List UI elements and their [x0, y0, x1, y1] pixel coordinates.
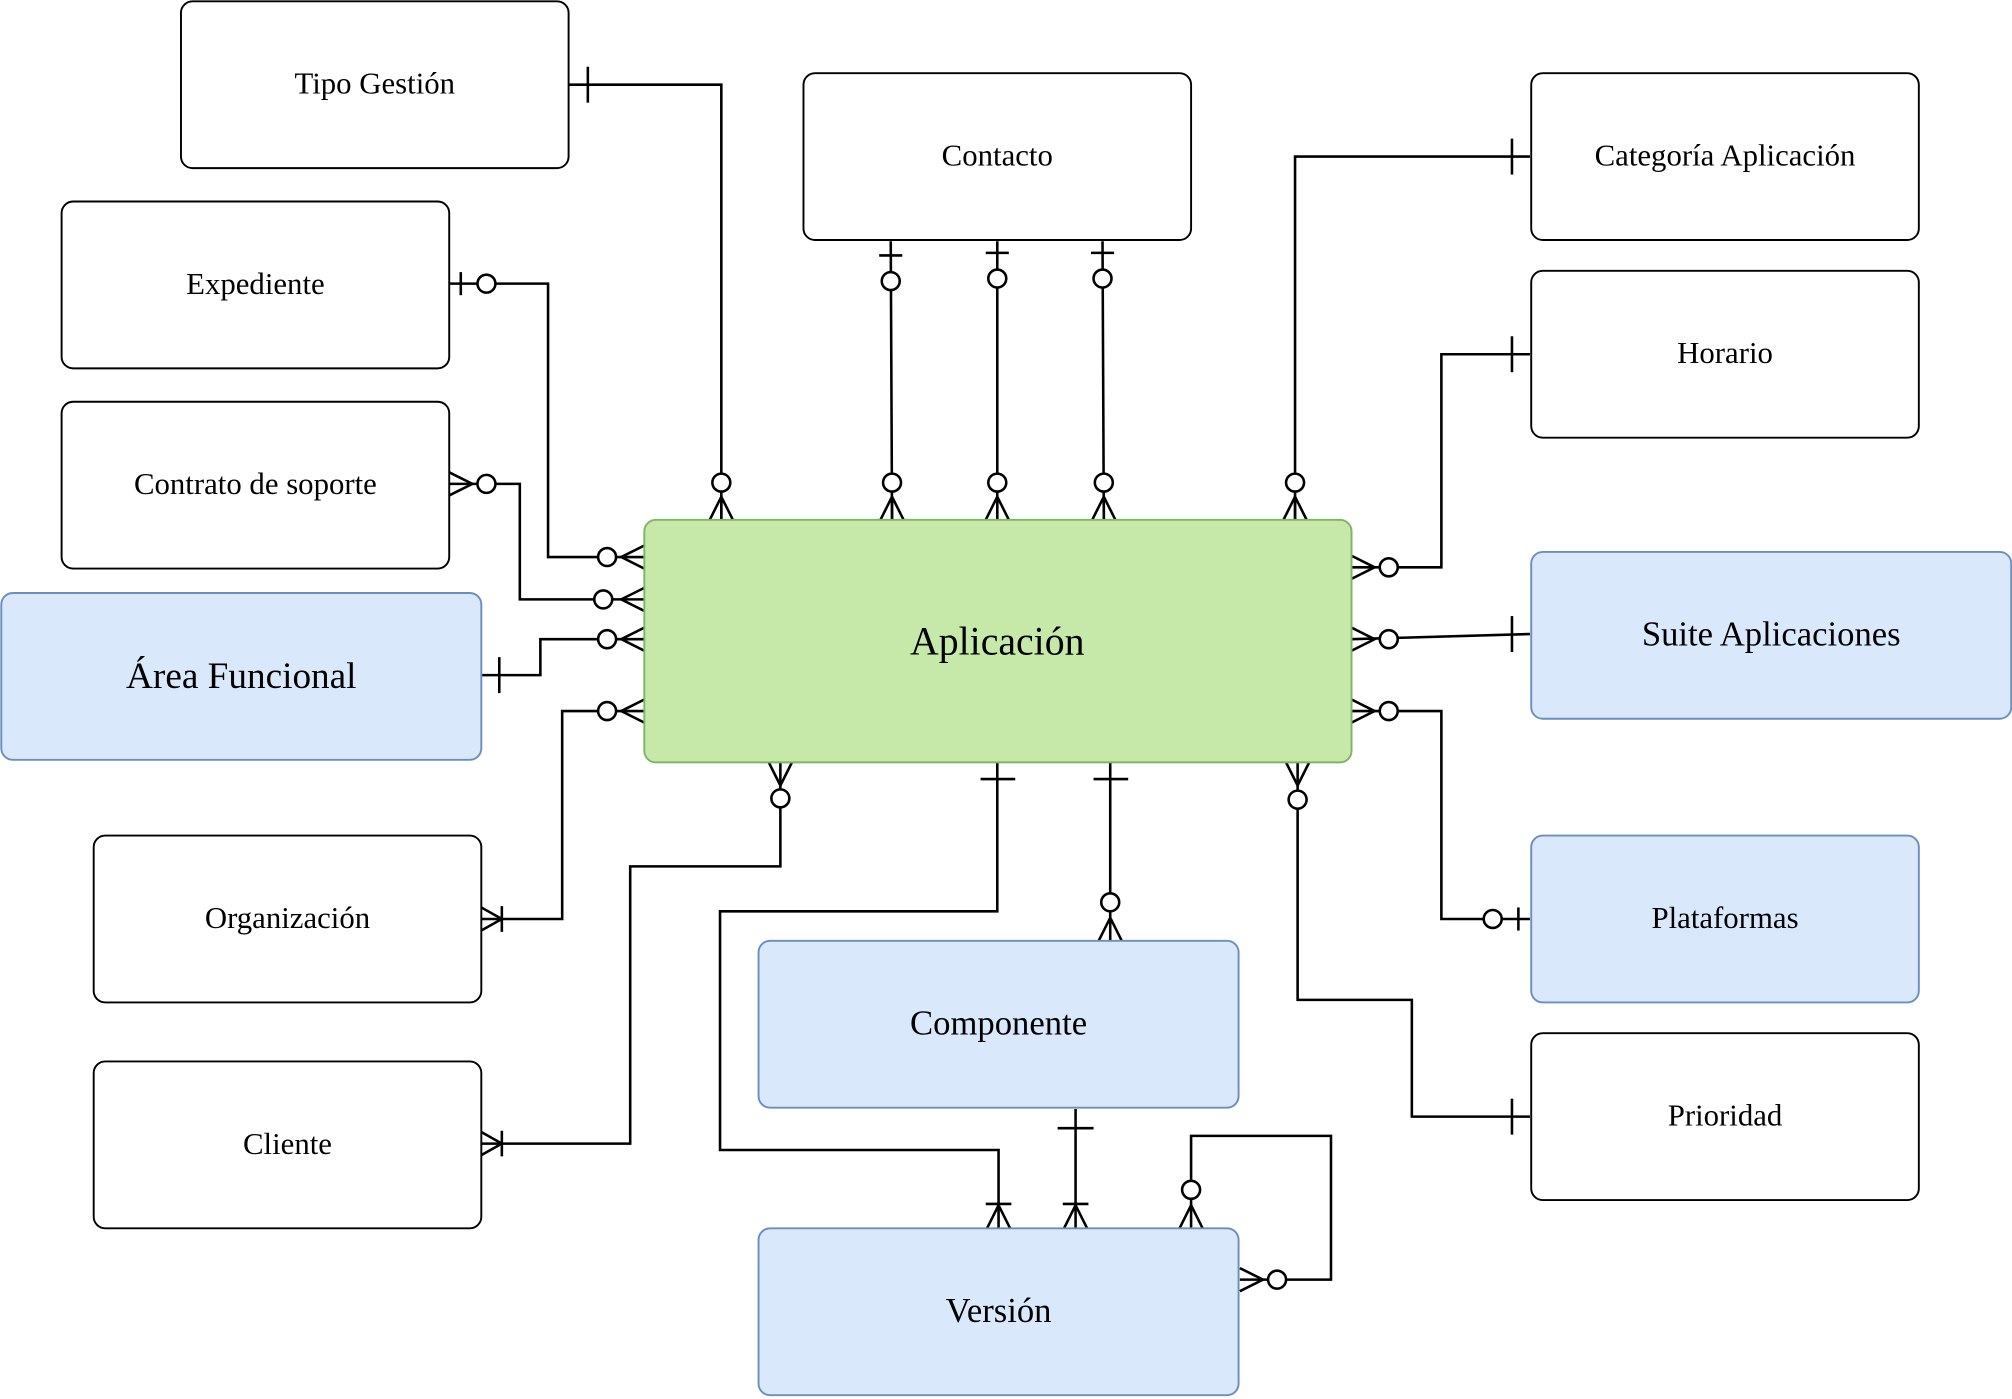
- entity-categoria-aplicacion[interactable]: Categoría Aplicación: [1530, 72, 1920, 241]
- entity-expediente[interactable]: Expediente: [60, 200, 451, 370]
- marker-zero-ap-contrato: [592, 589, 614, 610]
- rel-plataformas-aplicacion: [1351, 709, 1530, 921]
- marker-many-organizacion: [480, 906, 505, 932]
- rel-cliente-aplicacion: [481, 762, 782, 1145]
- entity-contacto[interactable]: Contacto: [802, 72, 1193, 241]
- marker-zero-ap-organizacion: [596, 700, 618, 722]
- entity-componente[interactable]: Componente: [757, 939, 1240, 1109]
- marker-zero-version-self-top: [1180, 1179, 1202, 1201]
- marker-zero-contacto-2: [987, 268, 1008, 289]
- marker-zero-componente: [1099, 892, 1121, 913]
- marker-many-area-funcional: [618, 626, 645, 652]
- marker-zero-ap-expediente: [596, 546, 618, 568]
- marker-zero-contacto-3: [1092, 268, 1113, 289]
- entity-area-funcional[interactable]: Área Funcional: [0, 592, 483, 761]
- marker-zero-ap-contacto-1: [881, 472, 903, 493]
- marker-zero-tipo-gestion: [711, 472, 732, 493]
- entity-organizacion[interactable]: Organización: [92, 834, 483, 1004]
- marker-zero-contrato: [476, 473, 497, 495]
- marker-zero-area-funcional: [596, 628, 618, 650]
- marker-zero-contacto-1: [880, 270, 902, 292]
- rel-area-funcional-aplicacion: [481, 637, 645, 677]
- entity-version[interactable]: Versión: [757, 1227, 1240, 1397]
- marker-zero-version-self-right: [1266, 1269, 1288, 1290]
- entity-label: Expediente: [186, 267, 325, 301]
- marker-many-componente: [1097, 914, 1123, 942]
- marker-many-ap-organizacion: [618, 698, 645, 724]
- marker-many-contrato: [448, 471, 476, 497]
- rel-categoria-aplicacion: [1293, 155, 1530, 520]
- marker-many-version-self-right: [1239, 1266, 1266, 1293]
- entity-label: Cliente: [243, 1127, 332, 1161]
- entity-label: Área Funcional: [126, 655, 356, 697]
- entity-label: Prioridad: [1668, 1099, 1783, 1133]
- entity-label: Componente: [910, 1005, 1087, 1043]
- marker-many-version-componente: [1062, 1202, 1089, 1229]
- marker-many-contacto-3: [1091, 493, 1117, 521]
- rel-prioridad-aplicacion: [1296, 762, 1530, 1118]
- entity-label: Plataformas: [1651, 901, 1798, 935]
- marker-many-categoria: [1282, 493, 1308, 521]
- rel-horario-aplicacion: [1351, 352, 1530, 569]
- marker-zero-expediente: [476, 273, 497, 294]
- marker-many-contacto-1: [879, 493, 905, 521]
- marker-zero-suite: [1378, 628, 1400, 650]
- rel-expediente-aplicacion: [449, 282, 645, 559]
- entity-aplicacion[interactable]: Aplicación: [643, 518, 1353, 764]
- marker-many-expediente: [618, 544, 645, 570]
- entity-label: Contrato de soporte: [134, 467, 377, 501]
- rel-tipo-gestion-aplicacion: [568, 83, 723, 520]
- entity-cliente[interactable]: Cliente: [92, 1060, 483, 1230]
- entity-label: Tipo Gestión: [294, 67, 455, 101]
- entity-label: Categoría Aplicación: [1595, 139, 1856, 173]
- entity-label: Aplicación: [910, 620, 1085, 664]
- marker-many-contacto-2: [984, 493, 1010, 521]
- entity-contrato-de-soporte[interactable]: Contrato de soporte: [60, 400, 451, 570]
- entity-label: Versión: [946, 1292, 1052, 1330]
- entity-suite-aplicaciones[interactable]: Suite Aplicaciones: [1530, 550, 2012, 720]
- marker-zero-categoria: [1284, 472, 1306, 493]
- rel-version-self: [1189, 1134, 1333, 1281]
- entity-label: Suite Aplicaciones: [1642, 616, 1901, 654]
- cardinality-markers: [448, 66, 1520, 1293]
- entity-prioridad[interactable]: Prioridad: [1530, 1032, 1920, 1202]
- entity-tipo-gestion[interactable]: Tipo Gestión: [180, 0, 570, 170]
- marker-zero-ap-contacto-2: [987, 472, 1008, 493]
- marker-zero-plataformas: [1482, 908, 1503, 930]
- rel-suite-aplicacion: [1351, 632, 1530, 641]
- marker-zero-horario: [1378, 557, 1400, 578]
- marker-many-version-self-top: [1178, 1202, 1204, 1229]
- marker-many-tipo-gestion: [708, 493, 735, 521]
- entity-label: Contacto: [942, 139, 1053, 173]
- entity-horario[interactable]: Horario: [1530, 269, 1920, 439]
- marker-many-ap-cliente: [767, 761, 794, 789]
- marker-zero-ap-plataformas: [1378, 700, 1400, 722]
- marker-many-plataformas: [1350, 698, 1378, 724]
- entity-label: Horario: [1677, 336, 1773, 370]
- marker-many-cliente: [480, 1130, 505, 1157]
- entity-label: Organización: [205, 901, 370, 935]
- entity-plataformas[interactable]: Plataformas: [1530, 834, 1920, 1004]
- marker-many-version-ap: [985, 1202, 1012, 1229]
- marker-zero-prioridad: [1287, 789, 1308, 810]
- rel-organizacion-aplicacion: [481, 709, 645, 921]
- marker-zero-ap-cliente: [770, 788, 791, 809]
- marker-zero-ap-contacto-3: [1093, 472, 1115, 493]
- marker-many-ap-contrato: [618, 586, 645, 613]
- marker-many-horario: [1350, 554, 1378, 581]
- rel-aplicacion-version: [718, 762, 1000, 1229]
- marker-many-prioridad: [1284, 761, 1311, 789]
- marker-many-suite: [1350, 626, 1378, 652]
